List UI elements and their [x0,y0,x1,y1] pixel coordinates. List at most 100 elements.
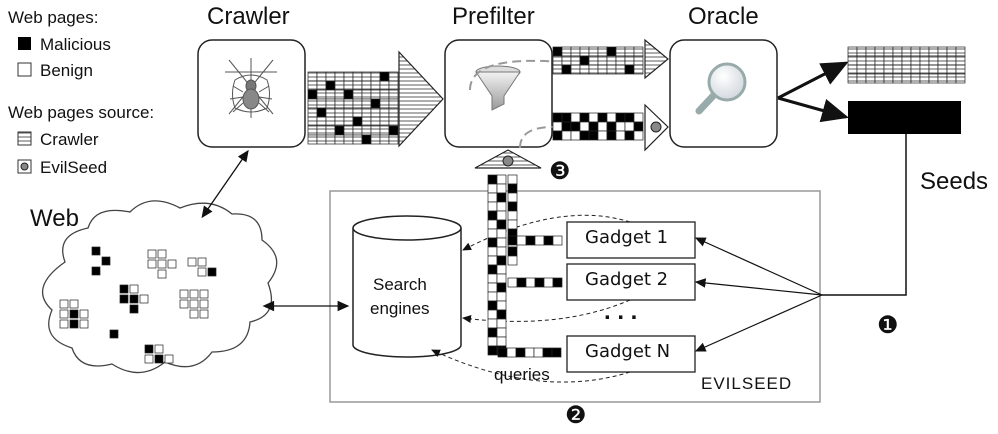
page-cell [856,46,867,57]
page-cell [919,64,930,75]
page-cell [910,55,921,66]
page-cell [496,255,507,266]
page-cell [361,107,372,118]
page-cell [615,130,626,141]
spider-icon [225,58,277,118]
page-cell [388,89,399,100]
page-cell [307,107,318,118]
page-cell [334,107,345,118]
page-cell [588,130,599,141]
page-cell [552,121,563,132]
web-page-cell [144,344,154,354]
page-cell [570,64,581,75]
page-cell [316,125,327,136]
page-cell [496,336,507,347]
page-cell [507,192,518,203]
page-cell [325,125,336,136]
page-cell [379,107,390,118]
gadget-1-label: Gadget 1 [585,227,669,248]
web-page-cell [129,304,139,314]
page-cell [533,347,544,358]
seed-to-gadgetN [694,294,823,352]
page-cell [937,64,948,75]
page-cell [606,55,617,66]
web-page-cell [79,309,89,319]
page-cell [361,71,372,82]
page-cell [343,98,354,109]
page-cell [307,134,318,145]
page-cell [307,71,318,82]
malicious-output-bar [848,101,961,134]
query-dash-2 [462,299,631,323]
page-cell [496,237,507,248]
page-cell [883,64,894,75]
page-cell [579,121,590,132]
page-cell [615,55,626,66]
web-page-cell [197,257,207,267]
page-cell [946,64,957,75]
legend-source-title: Web pages source: [8,103,155,122]
page-cell [496,246,507,257]
page-cell [633,64,644,75]
page-cell [487,255,498,266]
page-cell [316,116,327,127]
page-cell [487,345,498,356]
page-cell [496,219,507,230]
page-cell [624,64,635,75]
page-cell [506,347,517,358]
page-cell [615,112,626,123]
page-cell [343,107,354,118]
page-cell [352,134,363,145]
page-cell [343,125,354,136]
page-cell [497,347,508,358]
search-engines-line1: Search [373,275,427,294]
web-page-cell [101,256,111,266]
page-cell [910,73,921,84]
page-cell [561,130,572,141]
page-cell [928,55,939,66]
web-page-cell [157,259,167,269]
page-cell [579,112,590,123]
page-cell [901,55,912,66]
page-cell [352,80,363,91]
page-cell [370,89,381,100]
up-arrow-dot [502,155,514,167]
evilseed-panel-label: EVILSEED [701,374,793,393]
page-cell [496,309,507,320]
web-page-cell [69,319,79,329]
page-cell [525,235,536,246]
page-cell [955,46,966,57]
funnel-icon [475,65,521,111]
legend-benign-label: Benign [40,61,93,80]
crawler-title: Crawler [207,3,290,30]
web-page-cell [119,284,129,294]
seed-to-gadget2 [694,278,823,296]
page-cell [307,80,318,91]
page-cell [847,55,858,66]
page-cell [865,46,876,57]
page-cell [352,71,363,82]
web-page-cell [147,249,157,259]
page-cell [579,46,590,57]
page-cell [507,201,518,212]
page-cell [370,116,381,127]
gadget-2-box [566,263,696,301]
web-page-cell [189,289,199,299]
page-cell [507,183,518,194]
page-cell [883,73,894,84]
page-cell [874,55,885,66]
legend-crawler-label: Crawler [40,130,99,149]
page-cell [606,130,617,141]
web-page-cell [179,289,189,299]
page-cell [847,46,858,57]
page-cell [507,174,518,185]
web-page-cell [207,267,217,277]
page-cell [579,64,590,75]
page-cell [507,235,518,246]
prefilter-title: Prefilter [452,3,535,30]
web-page-cell [199,309,209,319]
page-cell [496,228,507,239]
page-cell [615,64,626,75]
page-cell [865,64,876,75]
